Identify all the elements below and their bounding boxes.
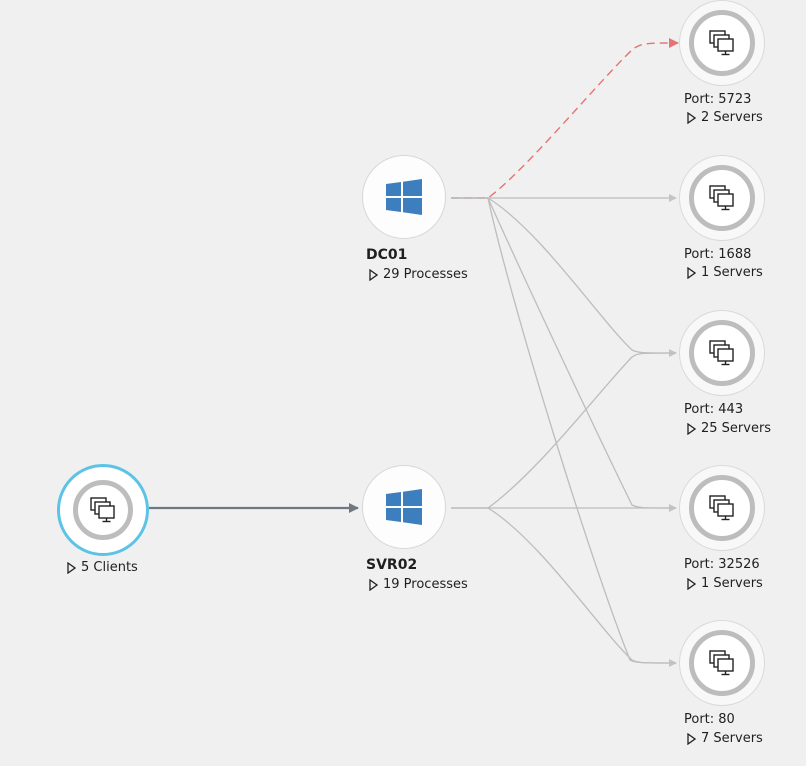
port-node-32526[interactable] xyxy=(679,465,765,551)
port-label-1688: Port: 1688 xyxy=(684,247,752,262)
port-5723-servers: 2 Servers xyxy=(701,110,763,125)
port-label-32526: Port: 32526 xyxy=(684,557,760,572)
port-443-servers-expand[interactable]: 25 Servers xyxy=(687,420,771,438)
edge-svr02-port-80[interactable] xyxy=(451,507,677,664)
expand-triangle-icon xyxy=(369,578,379,592)
port-node-443[interactable] xyxy=(679,310,765,396)
machine-name-svr02: SVR02 xyxy=(366,557,418,573)
expand-triangle-icon xyxy=(369,268,379,282)
port-label-5723: Port: 5723 xyxy=(684,92,752,107)
server-group-icon xyxy=(708,494,736,522)
port-1688-servers: 1 Servers xyxy=(701,265,763,280)
clients-node[interactable] xyxy=(57,464,149,556)
edge-svr02-port-443[interactable] xyxy=(451,352,677,509)
machine-node-svr02[interactable] xyxy=(362,465,446,549)
edge-dc01-port-80[interactable] xyxy=(451,197,677,667)
server-group-icon xyxy=(708,339,736,367)
server-group-icon xyxy=(708,184,736,212)
port-node-5723[interactable] xyxy=(679,0,765,86)
windows-logo-icon xyxy=(385,489,423,525)
clients-node-ring xyxy=(73,480,133,540)
port-443-servers: 25 Servers xyxy=(701,421,772,436)
expand-triangle-icon xyxy=(67,561,77,575)
expand-triangle-icon xyxy=(687,266,697,280)
clients-expand[interactable]: 5 Clients xyxy=(67,559,138,577)
server-group-icon xyxy=(708,649,736,677)
expand-triangle-icon xyxy=(687,422,697,436)
port-80-servers: 7 Servers xyxy=(701,731,763,746)
expand-triangle-icon xyxy=(687,577,697,591)
dc01-processes-expand[interactable]: 29 Processes xyxy=(369,266,468,284)
port-32526-servers: 1 Servers xyxy=(701,576,763,591)
port-1688-servers-expand[interactable]: 1 Servers xyxy=(687,264,763,282)
expand-triangle-icon xyxy=(687,111,697,125)
edge-dc01-port-5723-failed[interactable] xyxy=(451,38,679,199)
server-group-icon xyxy=(708,29,736,57)
expand-triangle-icon xyxy=(687,732,697,746)
dc01-processes: 29 Processes xyxy=(383,267,468,282)
windows-logo-icon xyxy=(385,179,423,215)
port-node-1688[interactable] xyxy=(679,155,765,241)
port-5723-servers-expand[interactable]: 2 Servers xyxy=(687,109,763,127)
edge-dc01-port-443[interactable] xyxy=(451,197,677,357)
port-label-443: Port: 443 xyxy=(684,402,744,417)
server-group-icon xyxy=(89,496,117,524)
machine-node-dc01[interactable] xyxy=(362,155,446,239)
port-80-servers-expand[interactable]: 7 Servers xyxy=(687,730,763,748)
svr02-processes-expand[interactable]: 19 Processes xyxy=(369,576,468,594)
port-label-80: Port: 80 xyxy=(684,712,735,727)
port-32526-servers-expand[interactable]: 1 Servers xyxy=(687,575,763,593)
clients-summary: 5 Clients xyxy=(81,560,138,575)
svr02-processes: 19 Processes xyxy=(383,577,468,592)
port-node-80[interactable] xyxy=(679,620,765,706)
machine-name-dc01: DC01 xyxy=(366,247,408,263)
port-node-ring xyxy=(689,165,755,231)
